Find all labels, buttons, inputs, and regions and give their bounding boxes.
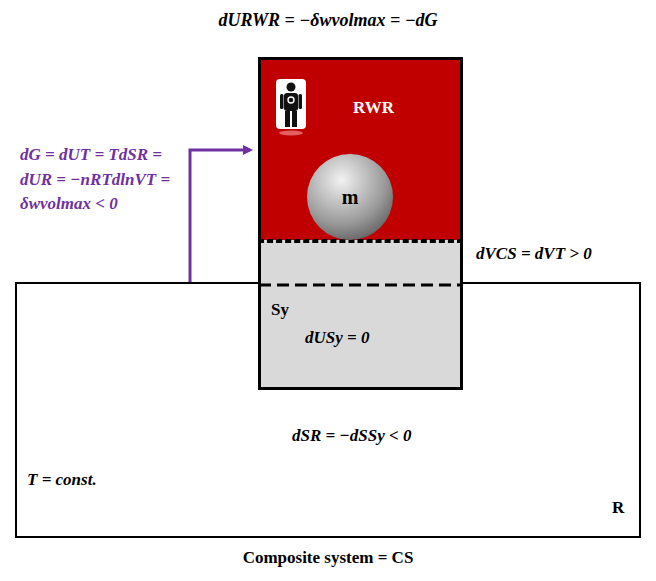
node-text: m <box>342 185 359 209</box>
node-text: dSR = −dSSy < 0 <box>292 426 411 446</box>
node-text: Sy <box>271 300 289 320</box>
rwr-box: m RWR <box>258 57 463 242</box>
node-text: T = const. <box>27 470 97 490</box>
node-text: dUSy = 0 <box>305 328 369 348</box>
energy-equation: dURWR = −δwvolmax = −dG <box>218 10 437 32</box>
composite-caption: Composite system = CS <box>243 548 414 568</box>
piston-boundary <box>259 284 462 287</box>
node-text: R <box>612 498 624 518</box>
gibbs-equation: dG = dUT = TdSR = dUR = −nRTdlnVT = δwvo… <box>20 143 184 217</box>
node-text: RWR <box>353 98 394 118</box>
volume-change: dVCS = dVT > 0 <box>476 244 592 264</box>
mass-circle: m <box>307 154 393 240</box>
person-icon <box>275 78 309 136</box>
system-box: Sy dUSy = 0 <box>258 240 463 390</box>
